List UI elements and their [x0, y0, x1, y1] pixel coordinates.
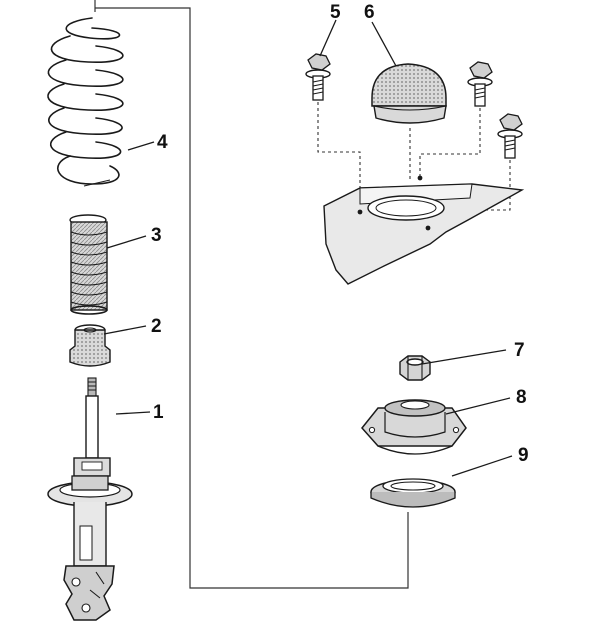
shock-absorber-strut [47, 377, 133, 621]
mount-cap [371, 63, 447, 124]
bump-stop [69, 324, 111, 367]
leader-1 [115, 411, 151, 415]
callout-2: 2 [151, 316, 162, 337]
callout-labels: 1 2 3 4 5 6 7 8 9 [151, 2, 529, 466]
callout-1: 1 [153, 402, 164, 423]
leader-8 [445, 397, 511, 415]
leader-4 [127, 141, 155, 151]
leader-3 [106, 235, 147, 249]
bolt-right-upper [467, 61, 493, 107]
callout-8: 8 [516, 387, 527, 408]
callout-9: 9 [518, 445, 529, 466]
callout-6: 6 [364, 2, 375, 23]
strut-bearing [370, 478, 456, 508]
callout-3: 3 [151, 225, 162, 246]
strut-tower-panel [323, 175, 525, 285]
bolt-left [305, 53, 331, 101]
leader-7 [421, 349, 507, 365]
leader-5 [319, 19, 337, 57]
coil-spring [47, 17, 124, 187]
dust-bellows [69, 214, 108, 315]
leader-9 [451, 455, 513, 477]
strut-mount [361, 399, 467, 455]
leader-lines [103, 19, 513, 477]
assembly-frame-line [94, 0, 409, 589]
leader-6 [371, 21, 397, 67]
callout-5: 5 [330, 2, 341, 23]
strut-nut [399, 355, 431, 381]
leader-2 [103, 325, 147, 335]
callout-7: 7 [514, 340, 525, 361]
bolt-right-lower [497, 113, 523, 159]
callout-4: 4 [157, 132, 168, 153]
